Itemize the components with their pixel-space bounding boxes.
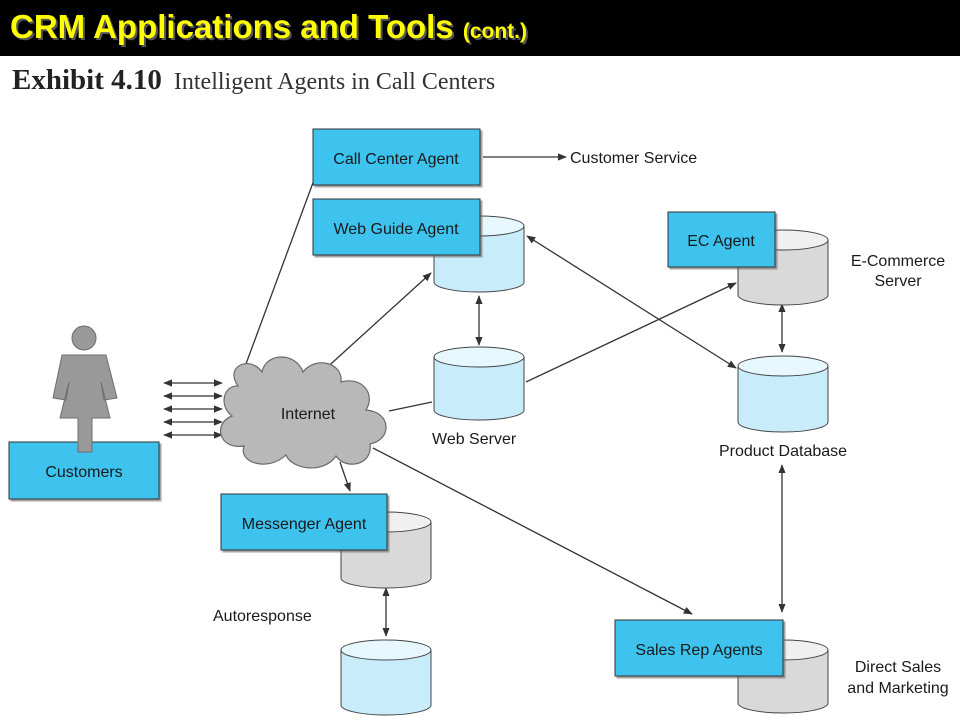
connector-webserver-ecserver xyxy=(525,282,737,383)
connectors xyxy=(163,153,786,637)
connector-webguide-productdb xyxy=(526,235,737,369)
ecommerce-server-label-line2: Server xyxy=(874,273,922,290)
connector-internet-webguide xyxy=(321,272,432,373)
ecommerce-server-label-line1: E-Commerce xyxy=(851,253,945,270)
messenger-agent-box: Messenger Agent xyxy=(220,493,388,551)
messenger-agent-label: Messenger Agent xyxy=(242,516,367,533)
title-bar: CRM Applications and Tools (cont.) xyxy=(0,0,960,56)
exhibit-caption: Intelligent Agents in Call Centers xyxy=(173,69,496,95)
exhibit-number: Exhibit 4.10 xyxy=(12,64,162,96)
sales-rep-agents-box: Sales Rep Agents xyxy=(614,619,784,677)
direct-sales-label-line1: Direct Sales xyxy=(855,659,941,676)
sales-rep-agents-label: Sales Rep Agents xyxy=(635,642,762,659)
slide-title: CRM Applications and Tools (cont.) xyxy=(10,8,527,46)
exhibit-heading: Exhibit 4.10 Intelligent Agents in Call … xyxy=(12,64,495,97)
connector-internet-callcenter xyxy=(242,179,315,373)
customer-service-label: Customer Service xyxy=(570,150,697,167)
call-center-agent-label: Call Center Agent xyxy=(333,151,459,168)
internet-cloud-icon: Internet xyxy=(220,356,387,469)
web-server-database-icon xyxy=(433,346,525,421)
customer-person-icon xyxy=(52,325,118,453)
autoresponse-label: Autoresponse xyxy=(213,608,312,625)
direct-sales-label-line2: and Marketing xyxy=(847,680,948,697)
ec-agent-box: EC Agent xyxy=(667,211,776,268)
customers-label: Customers xyxy=(45,464,122,481)
internet-label: Internet xyxy=(281,406,336,423)
web-server-label: Web Server xyxy=(432,431,517,448)
call-center-agent-box: Call Center Agent xyxy=(312,128,481,186)
ec-agent-label: EC Agent xyxy=(687,233,755,250)
connector-internet-salesrep xyxy=(372,447,693,615)
connector-internet-messenger xyxy=(339,461,351,492)
slide-title-main: CRM Applications and Tools xyxy=(10,8,454,45)
web-guide-agent-box: Web Guide Agent xyxy=(312,198,481,256)
web-guide-agent-label: Web Guide Agent xyxy=(333,221,459,238)
autoresponse-database-icon xyxy=(340,639,432,716)
product-database-label: Product Database xyxy=(719,443,847,460)
slide-title-suffix: (cont.) xyxy=(462,20,527,43)
product-database-icon xyxy=(737,355,829,433)
connector-internet-webserver xyxy=(388,401,433,412)
